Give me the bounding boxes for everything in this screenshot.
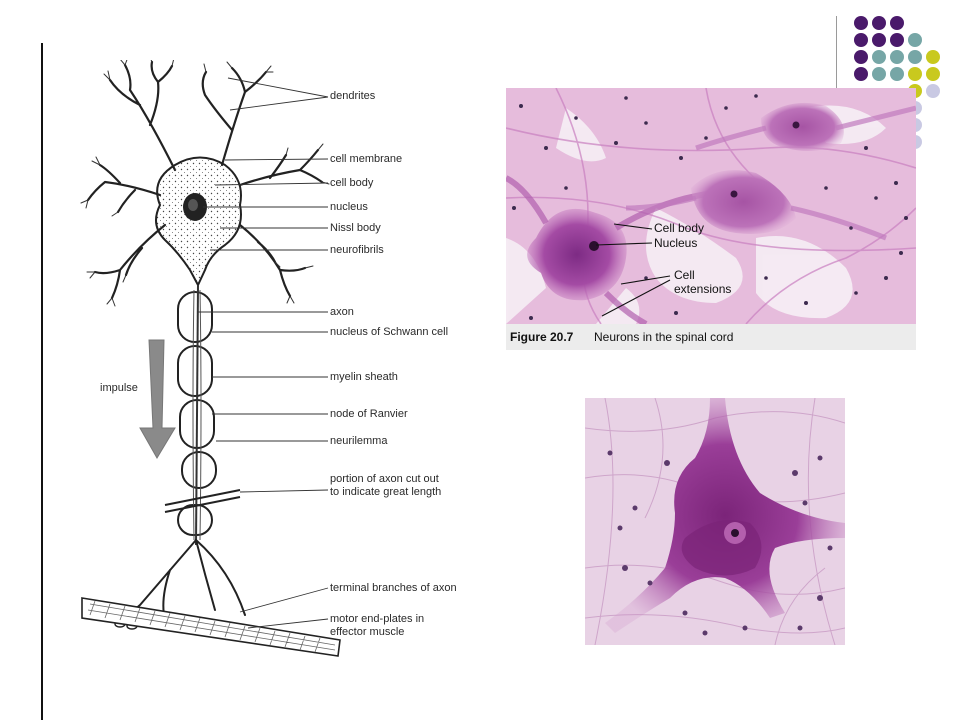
figure-caption-number: Figure 20.7 bbox=[510, 330, 574, 344]
micrograph-motor-neuron bbox=[585, 398, 845, 645]
micrograph-label-nucleus: Nucleus bbox=[654, 236, 698, 250]
micrograph-spinal-cord-image bbox=[506, 88, 916, 324]
decor-dot bbox=[890, 33, 904, 47]
dendrite-fine-twigs bbox=[80, 60, 330, 307]
label-myelin-sheath: myelin sheath bbox=[330, 371, 398, 383]
label-portion-cut-2: to indicate great length bbox=[330, 486, 442, 498]
axon-with-myelin bbox=[177, 291, 217, 536]
decor-dot bbox=[890, 16, 904, 30]
glial-nuclei bbox=[512, 94, 908, 320]
label-impulse: impulse bbox=[100, 382, 138, 394]
label-motor-end-1: motor end-plates in bbox=[330, 613, 425, 625]
micrograph-label-cell-body: Cell body bbox=[654, 221, 705, 235]
stained-neuron-top bbox=[695, 102, 916, 152]
axon-core bbox=[195, 284, 199, 546]
impulse-arrow bbox=[139, 339, 176, 459]
stained-motor-neuron bbox=[605, 398, 845, 633]
decor-dot bbox=[854, 67, 868, 81]
neuron-diagram bbox=[80, 60, 341, 657]
decor-dot bbox=[890, 67, 904, 81]
label-cell-membrane: cell membrane bbox=[330, 153, 403, 165]
label-dendrites: dendrites bbox=[330, 90, 376, 102]
decor-dot bbox=[908, 67, 922, 81]
label-cell-body: cell body bbox=[330, 177, 374, 189]
decor-dot bbox=[908, 50, 922, 64]
cell-body-shape bbox=[155, 156, 242, 288]
micrograph-label-cell-ext-1: Cell bbox=[674, 268, 695, 282]
decor-dot bbox=[890, 50, 904, 64]
micrograph-spinal-cord: Cell body Nucleus Cell extensions bbox=[506, 88, 916, 324]
glial-nuclei bbox=[607, 450, 833, 636]
label-node-ranvier: node of Ranvier bbox=[330, 408, 408, 420]
slide-left-rule bbox=[41, 43, 43, 720]
micrograph-motor-neuron-image bbox=[585, 398, 845, 645]
decor-dot bbox=[908, 33, 922, 47]
label-neurilemma: neurilemma bbox=[330, 435, 388, 447]
stained-neuron-middle bbox=[625, 170, 887, 241]
label-axon: axon bbox=[330, 306, 354, 318]
label-neurofibrils: neurofibrils bbox=[330, 244, 384, 256]
decor-dot bbox=[926, 84, 940, 98]
label-terminal-branches: terminal branches of axon bbox=[330, 582, 457, 594]
terminal-branches bbox=[119, 539, 246, 623]
decor-dot bbox=[854, 50, 868, 64]
figure-caption-text: Neurons in the spinal cord bbox=[594, 330, 734, 344]
label-leader-lines bbox=[198, 77, 329, 629]
decor-dot bbox=[872, 33, 886, 47]
label-nucleus: nucleus bbox=[330, 201, 368, 213]
axon-cut-marks bbox=[164, 489, 241, 513]
micrograph-pointer-lines bbox=[595, 223, 671, 317]
decor-dot bbox=[872, 16, 886, 30]
figure-caption: Figure 20.7 Neurons in the spinal cord bbox=[506, 324, 916, 350]
micrograph-label-cell-ext-2: extensions bbox=[674, 282, 732, 296]
decor-dot bbox=[854, 16, 868, 30]
decor-dot bbox=[872, 67, 886, 81]
decor-dot bbox=[854, 33, 868, 47]
decor-dot bbox=[926, 50, 940, 64]
label-nissl-body: Nissl body bbox=[330, 222, 381, 234]
decor-divider-line bbox=[836, 16, 837, 126]
label-portion-cut-1: portion of axon cut out bbox=[330, 473, 439, 485]
effector-muscle bbox=[81, 597, 341, 657]
dendrite-branches bbox=[86, 60, 324, 300]
label-nucleus-schwann: nucleus of Schwann cell bbox=[330, 326, 449, 338]
decor-dot bbox=[926, 67, 940, 81]
nucleolus-shape bbox=[188, 199, 198, 211]
label-motor-end-2: effector muscle bbox=[330, 626, 405, 638]
decor-dot bbox=[872, 50, 886, 64]
